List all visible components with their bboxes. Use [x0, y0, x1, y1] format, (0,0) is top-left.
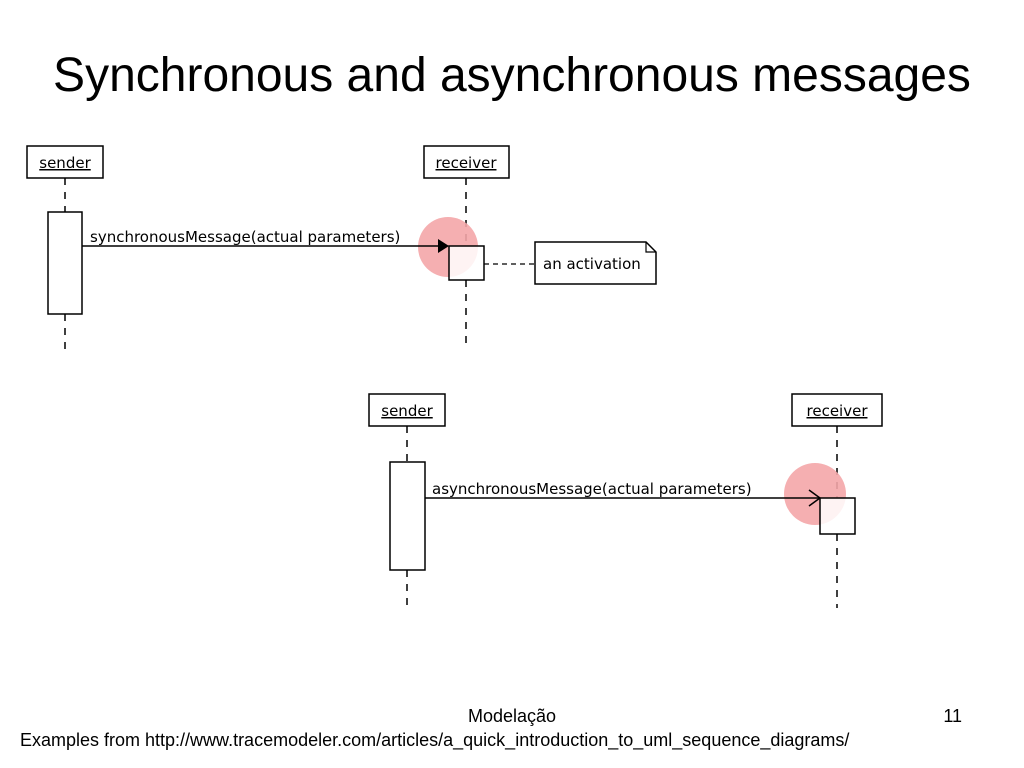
sync-message-label: synchronousMessage(actual parameters): [90, 228, 400, 246]
async-open-arrowhead-icon: [808, 489, 822, 507]
async-receiver-label: receiver: [807, 402, 869, 420]
sync-sender-box: [26, 145, 104, 179]
sync-sender-activation: [47, 211, 83, 315]
footer-source-link[interactable]: Examples from http://www.tracemodeler.co…: [20, 730, 850, 750]
async-sender-box: [368, 393, 446, 427]
slide-title: Synchronous and asynchronous messages: [53, 49, 971, 102]
footer-course-name: Modelação: [467, 706, 557, 726]
sync-sequence-diagram: sender receiver synchronousMessage(actua…: [26, 145, 657, 350]
async-sender-activation: [389, 461, 426, 571]
async-sender-label: sender: [381, 402, 433, 420]
sync-sender-label: sender: [39, 154, 91, 172]
note-box: [534, 241, 657, 285]
footer-page-number: 11: [943, 706, 962, 726]
async-receiver-box: [791, 393, 883, 427]
note-label: an activation: [543, 255, 641, 273]
note-fold-icon: [645, 242, 656, 253]
async-message-label: asynchronousMessage(actual parameters): [432, 480, 752, 498]
async-sequence-diagram: sender receiver asynchronousMessage(actu…: [368, 393, 883, 608]
sync-receiver-activation: [448, 245, 485, 281]
sync-filled-arrowhead-icon: [438, 239, 449, 253]
async-receiver-activation: [819, 497, 856, 535]
sync-receiver-label: receiver: [436, 154, 498, 172]
